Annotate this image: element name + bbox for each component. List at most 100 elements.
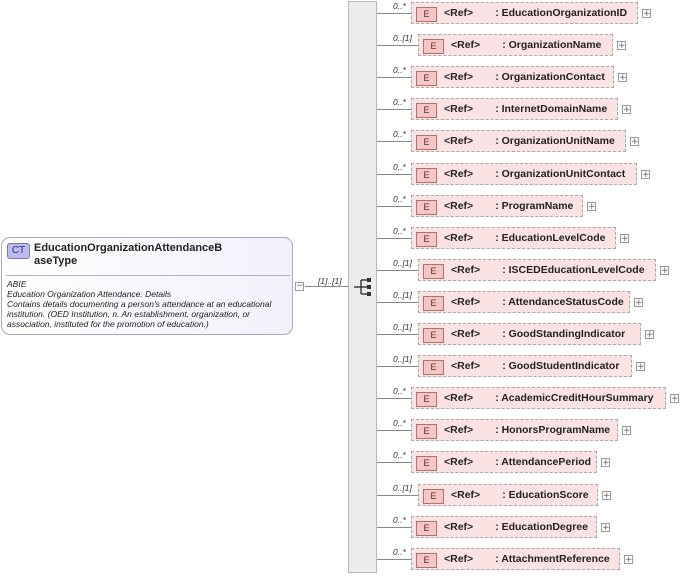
expand-icon[interactable]: + [641, 170, 650, 180]
element-ref-16[interactable]: E<Ref>: EducationDegree [411, 516, 597, 538]
element-ref-4[interactable]: E <Ref>: OrganizationUnitName [411, 130, 626, 152]
element-label: <Ref>: ProgramName [444, 200, 573, 212]
element-ref-11[interactable]: E<Ref>: GoodStudentIndicator [418, 355, 632, 377]
expand-icon[interactable]: + [617, 41, 626, 51]
element-ref-tag: <Ref> [451, 296, 481, 308]
element-cardinality: 0..[1] [393, 322, 412, 332]
expand-icon[interactable]: + [601, 523, 610, 533]
element-name: : AttendanceStatusCode [502, 296, 624, 308]
element-label: <Ref>: EducationOrganizationID [444, 7, 627, 19]
complex-type-separator [6, 275, 290, 276]
element-ref-10[interactable]: E<Ref>: GoodStandingIndicator [418, 323, 641, 345]
element-ref-8[interactable]: E <Ref> : ISCEDEducationLevelCode [418, 259, 656, 281]
element-name: : AcademicCreditHourSummary [495, 392, 654, 404]
element-label: <Ref> : ISCEDEducationLevelCode [451, 264, 645, 276]
element-name: : EducationScore [502, 489, 589, 501]
complex-type-name-line2: aseType [34, 255, 78, 267]
element-ref-2[interactable]: E<Ref>: OrganizationContact [411, 66, 614, 88]
expand-icon[interactable]: + [601, 458, 610, 468]
element-ref-tag: <Ref> [444, 456, 474, 468]
element-name: : HonorsProgramName [495, 424, 611, 436]
element-label: <Ref> : HonorsProgramName [444, 424, 610, 436]
element-ref-6[interactable]: E<Ref>: ProgramName [411, 195, 583, 217]
annotation-line: association, instituted for the promotio… [7, 319, 209, 329]
element-ref-tag: <Ref> [451, 360, 481, 372]
complex-type-name-line1: EducationOrganizationAttendanceB [34, 242, 223, 254]
element-ref-12[interactable]: E<Ref>: AcademicCreditHourSummary [411, 387, 666, 409]
element-ref-1[interactable]: E<Ref>: OrganizationName [418, 34, 613, 56]
element-cardinality: 0..* [393, 450, 406, 460]
expand-icon[interactable]: + [602, 491, 611, 501]
element-ref-0[interactable]: E<Ref>: EducationOrganizationID [411, 2, 638, 24]
element-ref-9[interactable]: E <Ref> : AttendanceStatusCode [418, 291, 630, 313]
expand-icon[interactable]: + [634, 298, 643, 308]
element-ref-tag: <Ref> [444, 7, 474, 19]
complex-type-name: EducationOrganizationAttendanceB aseType [34, 242, 282, 268]
element-ref-tag: <Ref> [444, 71, 474, 83]
expand-icon[interactable]: + [660, 266, 669, 276]
element-badge-icon: E [423, 489, 444, 504]
element-name: : EducationDegree [495, 521, 588, 533]
element-label: <Ref> : EducationLevelCode [444, 232, 605, 244]
element-ref-7[interactable]: E<Ref>: EducationLevelCode [411, 227, 616, 249]
element-name: : InternetDomainName [495, 103, 608, 115]
expand-icon[interactable]: + [587, 202, 596, 212]
element-name: : OrganizationContact [495, 71, 605, 83]
element-name: : OrganizationName [502, 39, 602, 51]
element-label: <Ref> : OrganizationName [451, 39, 601, 51]
element-ref-tag: <Ref> [444, 103, 474, 115]
expand-icon[interactable]: + [618, 73, 627, 83]
expand-icon[interactable]: + [642, 9, 651, 19]
element-badge-icon: E [416, 424, 437, 439]
element-ref-3[interactable]: E <Ref> : InternetDomainName [411, 98, 618, 120]
element-cardinality: 0..[1] [393, 290, 412, 300]
element-badge-icon: E [423, 264, 444, 279]
element-ref-5[interactable]: E<Ref>: OrganizationUnitContact [411, 163, 637, 185]
element-ref-tag: <Ref> [451, 264, 481, 276]
element-label: <Ref> : OrganizationContact [444, 71, 605, 83]
element-cardinality: 0..* [393, 129, 406, 139]
element-ref-tag: <Ref> [444, 232, 474, 244]
expand-icon[interactable]: + [636, 362, 645, 372]
element-badge-icon: E [423, 296, 444, 311]
element-label: <Ref>: AcademicCreditHourSummary [444, 392, 654, 404]
element-label: <Ref> : EducationScore [451, 489, 589, 501]
element-badge-icon: E [416, 103, 437, 118]
element-ref-tag: <Ref> [444, 424, 474, 436]
element-ref-15[interactable]: E <Ref> : EducationScore [418, 484, 598, 506]
element-ref-14[interactable]: E<Ref>: AttendancePeriod [411, 451, 597, 473]
expand-icon[interactable]: + [645, 330, 654, 340]
sequence-cardinality: [1]..[1] [318, 276, 342, 286]
element-ref-tag: <Ref> [451, 489, 481, 501]
expand-icon[interactable]: + [630, 137, 639, 147]
element-ref-13[interactable]: E <Ref> : HonorsProgramName [411, 419, 618, 441]
sequence-icon [354, 278, 371, 296]
element-name: : ISCEDEducationLevelCode [502, 264, 645, 276]
expand-icon[interactable]: + [622, 426, 631, 436]
element-cardinality: 0..* [393, 515, 406, 525]
element-label: <Ref> : GoodStudentIndicator [451, 360, 619, 372]
element-ref-17[interactable]: E<Ref>: AttachmentReference [411, 548, 620, 570]
element-label: <Ref>: OrganizationUnitName [444, 135, 615, 147]
annotation-line: Contains details documenting a person's … [7, 299, 272, 309]
complex-type-box[interactable]: CT EducationOrganizationAttendanceB aseT… [1, 237, 293, 335]
element-cardinality: 0..* [393, 547, 406, 557]
annotation-line: ABIE [7, 279, 27, 289]
element-cardinality: 0..* [393, 386, 406, 396]
element-name: : ProgramName [495, 200, 574, 212]
element-label: <Ref>: EducationDegree [444, 521, 588, 533]
collapse-toggle-icon[interactable]: − [295, 281, 304, 291]
element-badge-icon: E [416, 135, 437, 150]
expand-icon[interactable]: + [620, 234, 629, 244]
expand-icon[interactable]: + [622, 105, 631, 115]
element-label: <Ref>: OrganizationUnitContact [444, 168, 625, 180]
expand-icon[interactable]: + [624, 555, 633, 565]
element-cardinality: 0..* [393, 97, 406, 107]
annotation-line: institution. (OED Institution, n. An est… [7, 309, 251, 319]
element-name: : EducationLevelCode [495, 232, 606, 244]
element-name: : GoodStudentIndicator [502, 360, 620, 372]
complex-type-annotation: ABIE Education Organization Attendance. … [7, 279, 289, 329]
element-ref-tag: <Ref> [451, 39, 481, 51]
element-badge-icon: E [416, 456, 437, 471]
expand-icon[interactable]: + [670, 394, 679, 404]
